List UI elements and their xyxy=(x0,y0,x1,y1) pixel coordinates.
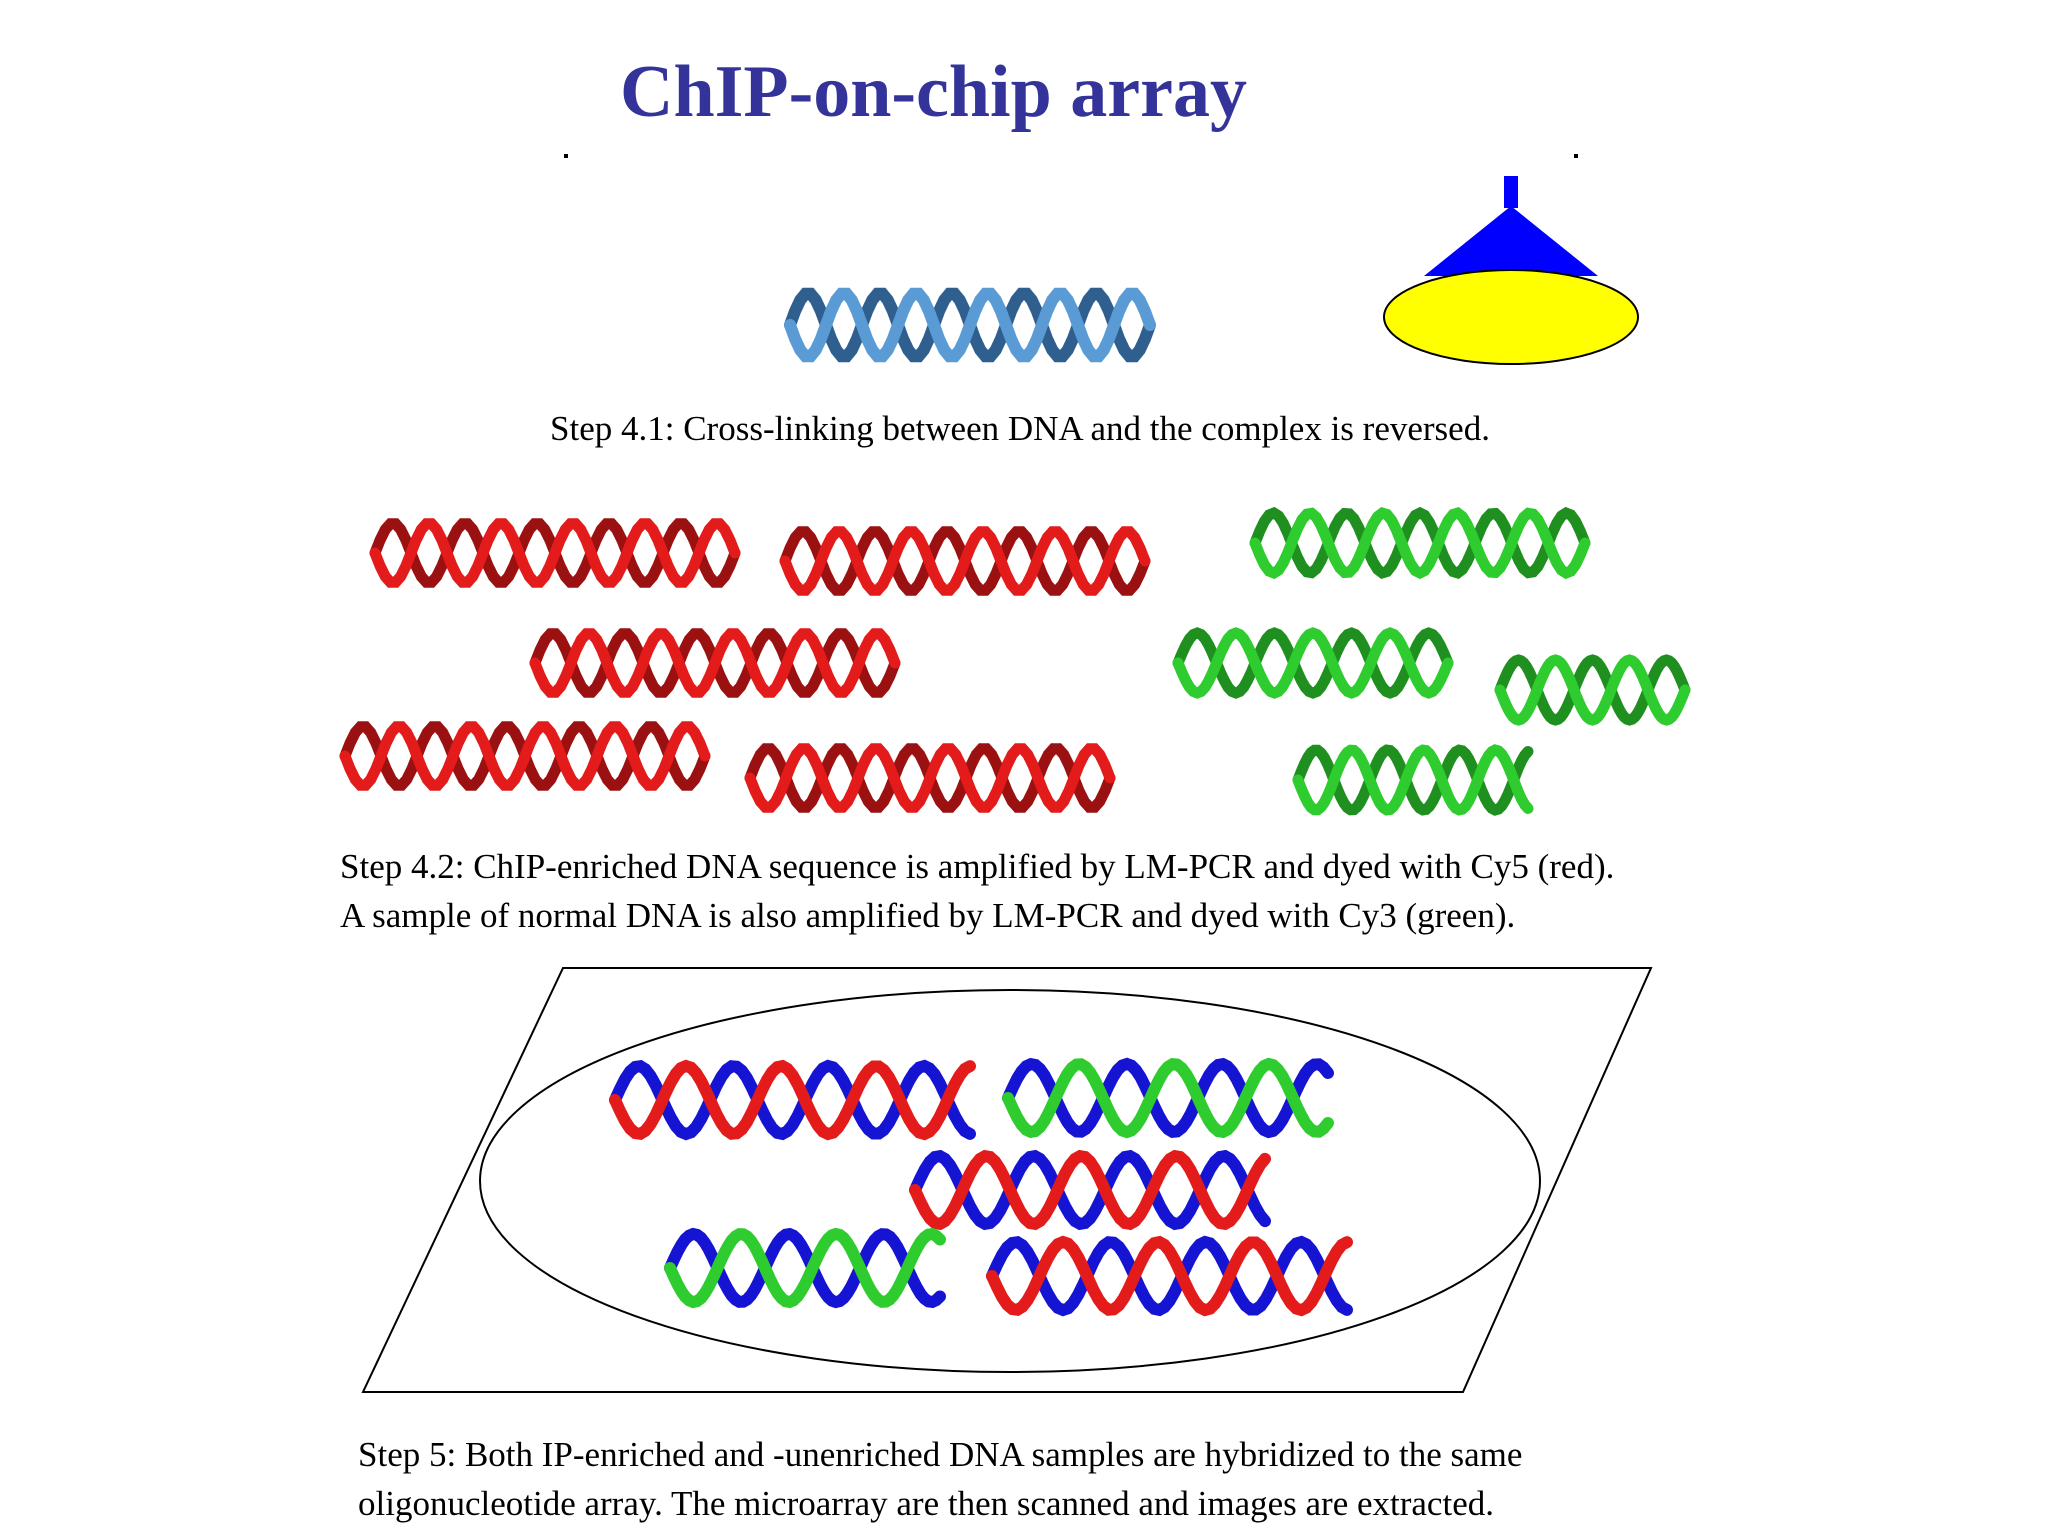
complex-bead xyxy=(1383,269,1639,365)
cy3-green-dna-helix xyxy=(1172,627,1454,699)
helix-strand-front xyxy=(529,628,901,698)
cy5-red-dna-helix xyxy=(744,743,1116,813)
step-5-caption-line-2: oligonucleotide array. The microarray ar… xyxy=(358,1484,1494,1523)
helix-strand-back xyxy=(1249,506,1591,579)
helix-strand-front xyxy=(1494,654,1691,726)
corner-mark-right xyxy=(1574,154,1578,158)
helix-strand-front xyxy=(609,1059,976,1141)
protein-complex-icon xyxy=(1383,176,1639,365)
dna-helix-naked xyxy=(784,287,1156,363)
helix-strand-back xyxy=(1002,1057,1334,1139)
cy3-green-dna-helix xyxy=(1249,506,1591,580)
hybridized-green-dna-helix xyxy=(1002,1057,1334,1139)
helix-strand-front xyxy=(369,518,741,588)
helix-strand-front xyxy=(339,721,711,791)
step-4-2-caption-line-1: Step 4.2: ChIP-enriched DNA sequence is … xyxy=(340,847,1615,886)
hybridized-dna-group xyxy=(609,1057,1353,1317)
helix-strand-front xyxy=(986,1235,1353,1317)
hybridized-green-dna-helix xyxy=(664,1227,946,1309)
helix-strand-front xyxy=(1292,744,1534,816)
cy5-red-dna-helix xyxy=(339,721,711,791)
cy3-green-dna-helix xyxy=(1494,654,1691,726)
helix-strand-front xyxy=(1172,627,1454,699)
cy5-red-dna-helix xyxy=(369,518,741,588)
helix-strand-front xyxy=(744,743,1116,813)
step-5-caption-line-1: Step 5: Both IP-enriched and -unenriched… xyxy=(358,1435,1523,1474)
step-4-1-caption: Step 4.1: Cross-linking between DNA and … xyxy=(550,409,1490,448)
helix-strand-back xyxy=(1172,627,1454,699)
helix-strand-back xyxy=(609,1059,976,1141)
helix-strand-back xyxy=(986,1235,1353,1317)
helix-strand-front xyxy=(779,526,1151,596)
hybridized-red-dna-helix xyxy=(609,1059,976,1141)
antibody-cone xyxy=(1424,206,1598,276)
slide-title: ChIP-on-chip array xyxy=(620,51,1247,133)
labeled-dna-group xyxy=(339,506,1691,816)
helix-strand-front xyxy=(664,1227,946,1309)
array-spot-outline xyxy=(479,989,1541,1373)
helix-strand-front xyxy=(1002,1057,1334,1139)
microarray-slide xyxy=(361,967,1653,1393)
dna-helix-naked xyxy=(784,287,1156,363)
step-4-2-caption-line-2: A sample of normal DNA is also amplified… xyxy=(340,896,1516,935)
helix-strand-back xyxy=(1494,654,1691,726)
helix-strand-back xyxy=(909,1149,1271,1231)
helix-strand-front xyxy=(1249,507,1591,580)
corner-mark-left xyxy=(564,154,568,158)
cy3-green-dna-helix xyxy=(1292,744,1534,816)
hybridized-red-dna-helix xyxy=(986,1235,1353,1317)
cy5-red-dna-helix xyxy=(529,628,901,698)
helix-strand-front xyxy=(784,287,1156,363)
antibody-stem xyxy=(1504,176,1518,208)
helix-strand-front xyxy=(909,1149,1271,1231)
hybridized-red-dna-helix xyxy=(909,1149,1271,1231)
cy5-red-dna-helix xyxy=(779,526,1151,596)
